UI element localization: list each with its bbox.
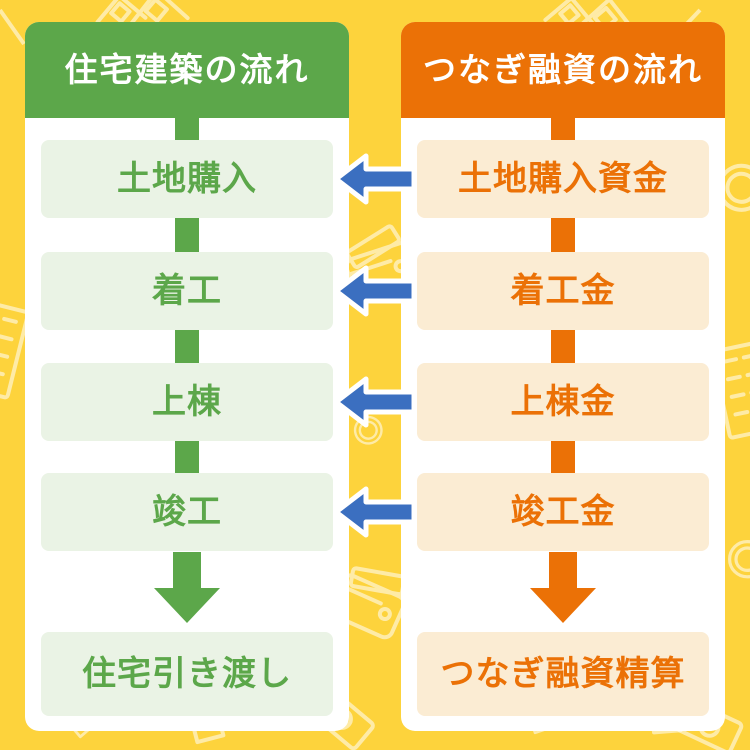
- flow-connector: [551, 118, 575, 140]
- construction-flow-panel: 住宅建築の流れ 土地購入 着工 上棟 竣工 住宅引き渡し: [25, 22, 349, 731]
- step-construction-start-payment: 着工金: [417, 252, 709, 330]
- flow-connector: [175, 441, 199, 473]
- down-arrow-icon: [530, 552, 596, 623]
- flow-connector: [551, 330, 575, 363]
- step-roof-raising-payment: 上棟金: [417, 363, 709, 441]
- left-arrow-icon: [333, 153, 417, 205]
- left-arrow-icon: [333, 486, 417, 538]
- flow-connector: [551, 441, 575, 473]
- step-completion-payment: 竣工金: [417, 473, 709, 551]
- bridge-loan-flow-title: つなぎ融資の流れ: [401, 22, 725, 118]
- bridge-loan-flow-panel: つなぎ融資の流れ 土地購入資金 着工金 上棟金 竣工金 つなぎ融資精算: [401, 22, 725, 731]
- step-land-purchase-funds: 土地購入資金: [417, 140, 709, 218]
- flow-connector: [175, 330, 199, 363]
- flow-connector: [175, 118, 199, 140]
- left-arrow-icon: [333, 376, 417, 428]
- flow-connector: [551, 218, 575, 252]
- step-land-purchase: 土地購入: [41, 140, 333, 218]
- step-roof-raising: 上棟: [41, 363, 333, 441]
- flow-connector: [175, 218, 199, 252]
- step-completion: 竣工: [41, 473, 333, 551]
- step-bridge-loan-settlement: つなぎ融資精算: [417, 632, 709, 716]
- down-arrow-icon: [154, 552, 220, 623]
- left-arrow-icon: [333, 265, 417, 317]
- construction-flow-title: 住宅建築の流れ: [25, 22, 349, 118]
- step-house-handover: 住宅引き渡し: [41, 632, 333, 716]
- step-construction-start: 着工: [41, 252, 333, 330]
